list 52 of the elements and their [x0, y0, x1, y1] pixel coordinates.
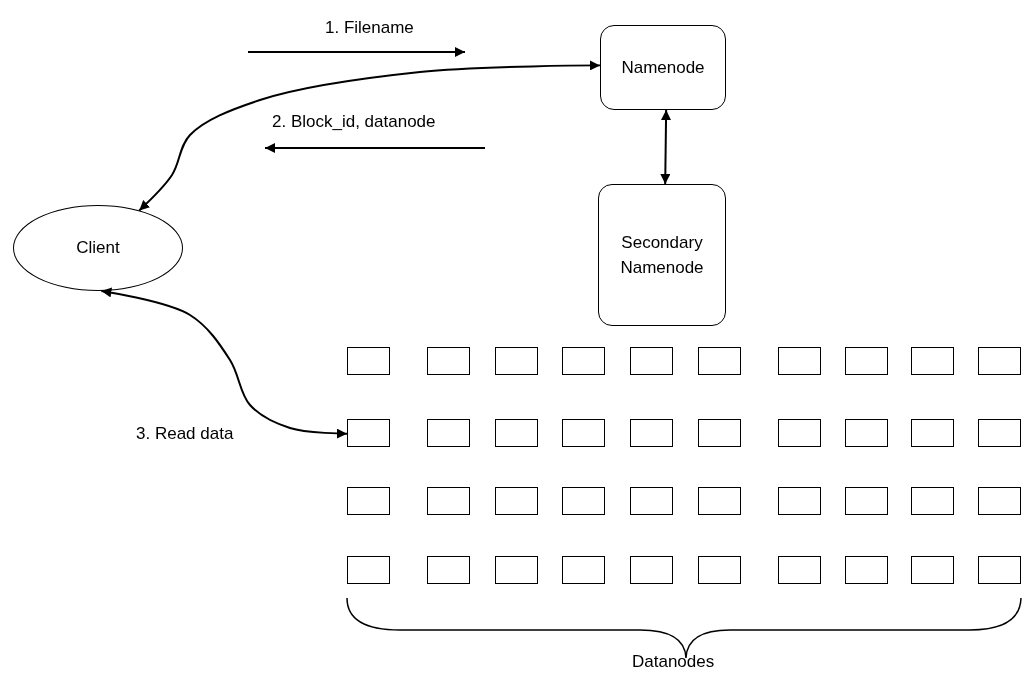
node-label: Client	[76, 237, 120, 260]
datanode-box	[347, 347, 390, 375]
datanode-box	[778, 347, 821, 375]
datanode-box	[911, 487, 954, 515]
step-label: Datanodes	[632, 652, 715, 672]
datanode-box	[845, 419, 888, 447]
datanode-box	[778, 419, 821, 447]
datanode-box	[698, 347, 741, 375]
datanode-box	[978, 419, 1021, 447]
datanode-box	[427, 487, 470, 515]
datanode-box	[698, 556, 741, 584]
datanode-box	[778, 487, 821, 515]
arrow	[138, 60, 601, 212]
datanode-box	[562, 419, 605, 447]
datanode-box	[911, 556, 954, 584]
datanode-box	[978, 487, 1021, 515]
datanode-box	[427, 419, 470, 447]
datanode-box	[347, 556, 390, 584]
step-label: 1. Filename	[325, 18, 414, 38]
datanode-box	[562, 556, 605, 584]
datanode-box	[495, 487, 538, 515]
datanode-box	[495, 556, 538, 584]
datanode-box	[911, 419, 954, 447]
datanode-box	[562, 347, 605, 375]
datanode-box	[778, 556, 821, 584]
datanode-box	[562, 487, 605, 515]
datanode-box	[698, 487, 741, 515]
datanode-box	[630, 347, 673, 375]
datanode-box	[630, 487, 673, 515]
datanode-box	[978, 347, 1021, 375]
datanode-box	[495, 419, 538, 447]
datanode-box	[845, 347, 888, 375]
node-label: Namenode	[621, 56, 705, 79]
datanode-box	[630, 556, 673, 584]
step-label: 2. Block_id, datanode	[272, 112, 436, 132]
node-label: Secondary Namenode	[619, 231, 705, 279]
datanode-box	[347, 419, 390, 447]
datanode-box	[845, 556, 888, 584]
process-box	[600, 25, 726, 110]
process-box	[598, 184, 726, 326]
datanode-box	[630, 419, 673, 447]
datanode-box	[911, 347, 954, 375]
step-label: 3. Read data	[136, 424, 234, 444]
arrow	[100, 287, 348, 439]
datanode-box	[978, 556, 1021, 584]
datanode-box	[347, 487, 390, 515]
datanode-box	[495, 347, 538, 375]
arrow	[660, 109, 671, 185]
datanode-box	[427, 556, 470, 584]
datanode-box	[427, 347, 470, 375]
datanode-box	[698, 419, 741, 447]
datanode-box	[845, 487, 888, 515]
